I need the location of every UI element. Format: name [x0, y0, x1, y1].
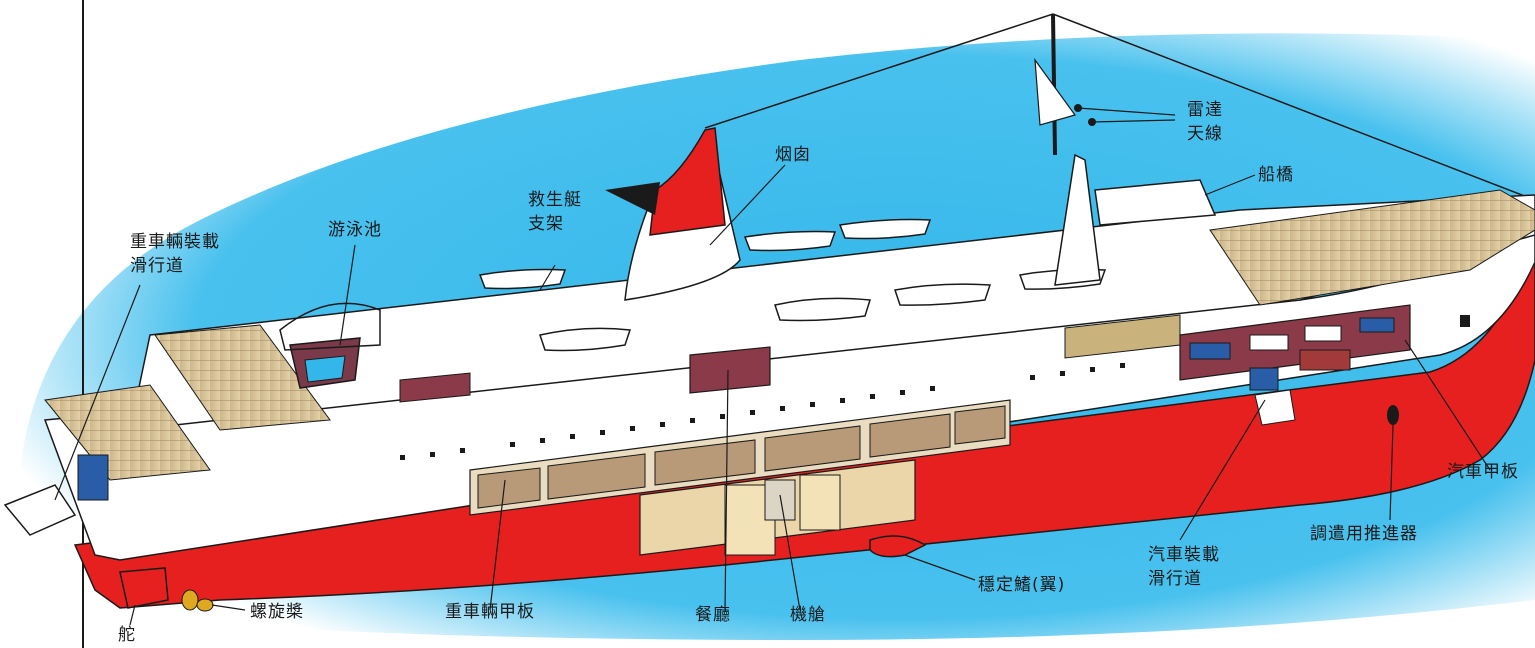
propeller: [181, 589, 214, 612]
lifeboats: [478, 218, 1107, 352]
rudder: [119, 567, 169, 609]
restaurant-interior: [689, 346, 771, 394]
cars: [1189, 317, 1395, 391]
label-engine-room: 機艙: [790, 605, 826, 625]
portholes: [400, 315, 1470, 460]
trucks: [477, 405, 1006, 509]
aft-deck: [154, 324, 331, 431]
label-heavy-vehicle-loading-ramp: 重車輛裝載 滑行道: [130, 232, 220, 276]
car-deck-cutaway: [1179, 304, 1411, 381]
rigging-line: [704, 13, 1054, 129]
leader-lines: [54, 107, 1491, 626]
stern-ramp: [3, 484, 77, 536]
label-heavy-vehicle-deck: 重車輛甲板: [445, 602, 535, 622]
mast: [1054, 153, 1101, 286]
label-restaurant: 餐廳: [695, 605, 731, 625]
label-car-loading-ramp: 汽車裝載 滑行道: [1148, 545, 1220, 589]
label-car-deck: 汽車甲板: [1447, 462, 1519, 482]
label-propeller: 螺旋槳: [250, 602, 304, 622]
label-radar-antenna: 雷達 天線: [1187, 100, 1223, 144]
car-loading-ramp: [1254, 389, 1296, 426]
label-funnel: 烟囱: [775, 145, 811, 165]
label-bridge: 船橋: [1258, 165, 1294, 185]
forward-deck: [1209, 189, 1535, 306]
label-swimming-pool: 游泳池: [328, 220, 382, 240]
bow-thruster: [1387, 405, 1399, 425]
label-bow-thruster: 調遣用推進器: [1310, 524, 1418, 544]
stern-deck: [44, 384, 211, 481]
label-lifeboat-davit: 救生艇 支架: [528, 190, 582, 234]
label-rudder: 舵: [118, 625, 136, 645]
label-stabilizer-fin: 穩定鰭(翼): [978, 575, 1066, 595]
bridge: [1094, 179, 1217, 226]
rigging-line: [1052, 13, 1535, 201]
